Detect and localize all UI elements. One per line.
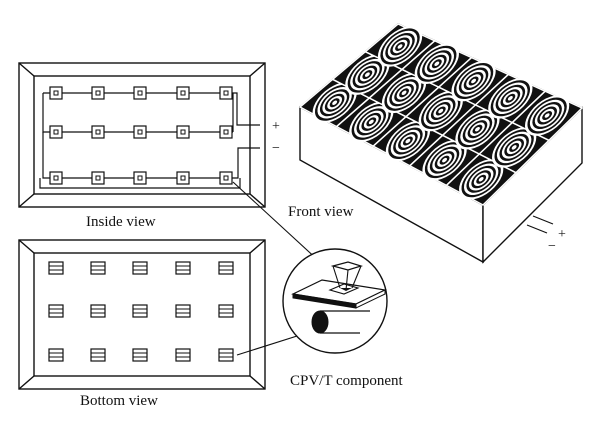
inside-cell [133,125,147,139]
front-view-cells [298,23,584,206]
inside-cell [219,86,233,100]
front-lens-cell [331,50,404,99]
bottom-cell [48,304,64,318]
inside-cell [176,86,190,100]
inside-cell [91,125,105,139]
component-magnifier [282,248,388,354]
bottom-view-label: Bottom view [80,393,158,409]
component-label: CPV/T component [290,373,403,389]
bottom-cell [218,348,234,362]
bottom-cell [48,348,64,362]
front-lens-cell [298,78,371,128]
inside-view-panel [18,62,266,208]
front-lens-cell [371,115,444,167]
inside-cell [91,86,105,100]
inside-minus-label: − [272,141,280,156]
inside-cell [133,171,147,185]
inside-cell [49,171,63,185]
bottom-cell [132,261,148,275]
bottom-view-panel [18,239,266,390]
bottom-cell [90,304,106,318]
front-lens-cell [335,97,408,148]
front-lens-cell [510,90,584,142]
inside-cell [49,125,63,139]
inside-cell [219,171,233,185]
bottom-cell [218,261,234,275]
bottom-cell [90,348,106,362]
bottom-view-cells [48,261,234,362]
bottom-cell [175,348,191,362]
bottom-cell [175,304,191,318]
inside-cell [219,125,233,139]
bottom-cell [132,304,148,318]
front-lens-cell [363,23,437,71]
bottom-cell [90,261,106,275]
inside-cell [176,171,190,185]
bottom-cell [48,261,64,275]
inside-view-cells [49,86,233,185]
inside-cell [49,86,63,100]
front-view-label: Front view [288,204,354,220]
front-view-terminals [526,215,554,234]
front-minus-label: − [548,239,556,254]
inside-cell [91,171,105,185]
bottom-cell [132,348,148,362]
inside-plus-label: + [272,119,280,134]
front-lens-cell [437,56,510,106]
inside-view-label: Inside view [86,214,156,230]
inside-cell [176,125,190,139]
front-lens-cell [400,39,473,89]
front-lens-cell [474,73,547,124]
inside-cell [133,86,147,100]
front-plus-label: + [558,227,566,242]
bottom-cell [175,261,191,275]
bottom-cell [218,304,234,318]
